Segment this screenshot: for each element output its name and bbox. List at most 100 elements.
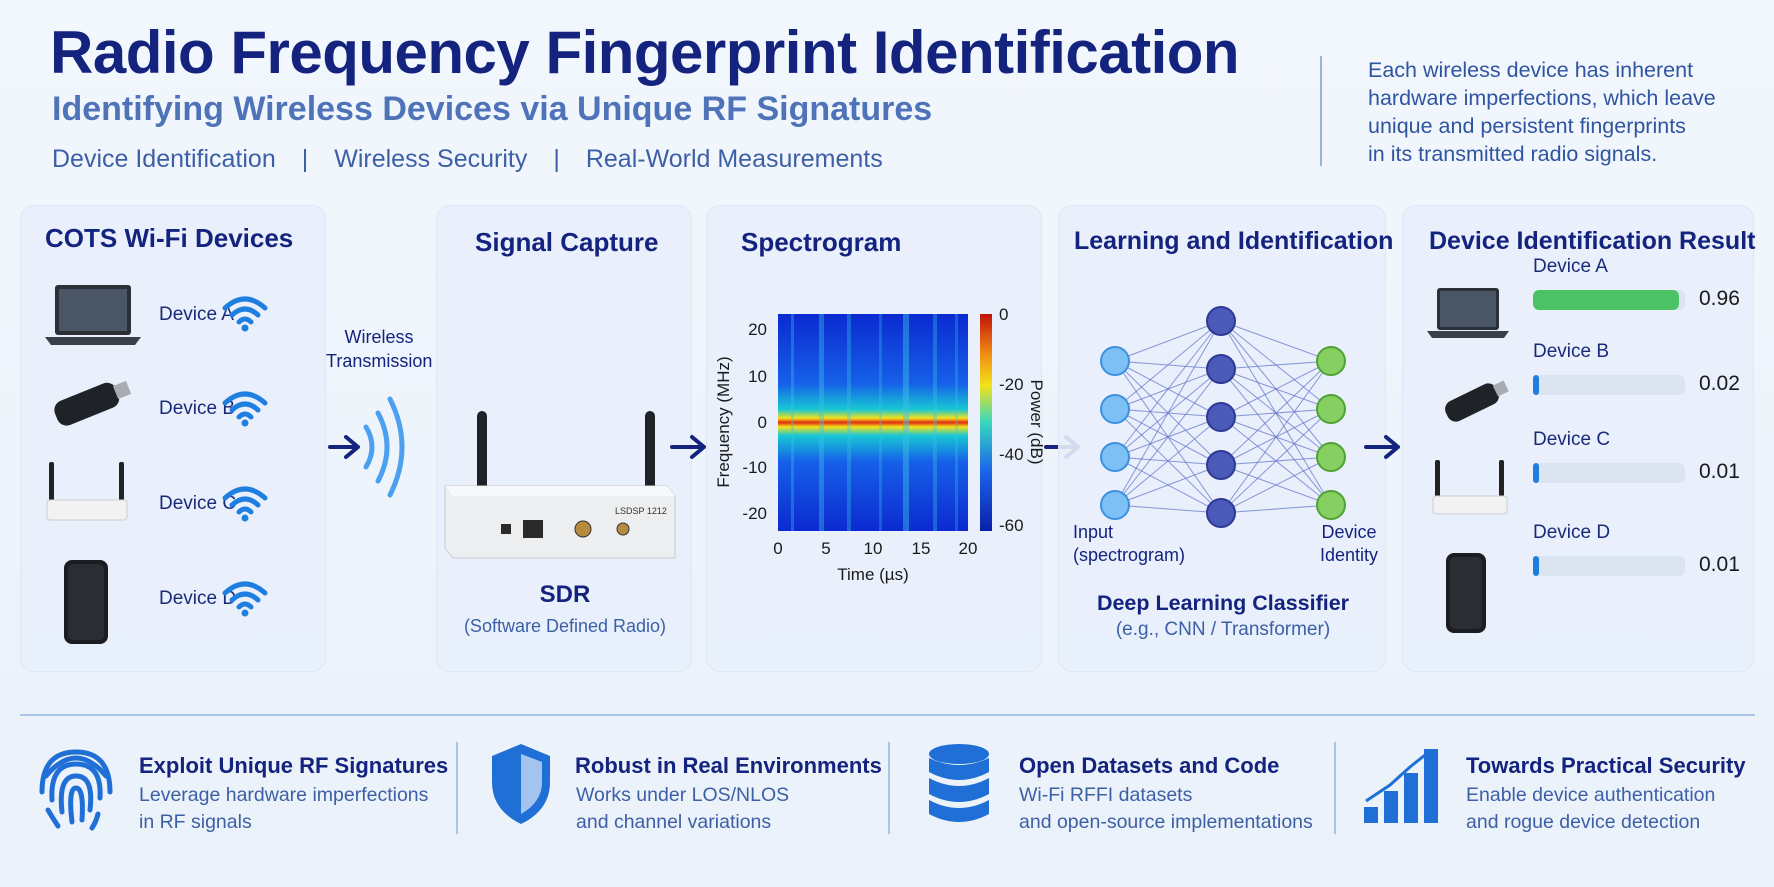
- hidden-node: [1206, 498, 1236, 528]
- sdr-device-icon: LSDSP 1212: [444, 411, 676, 559]
- confidence-bar: [1533, 375, 1685, 395]
- confidence-bar: [1533, 463, 1685, 483]
- description-line: unique and persistent fingerprints: [1368, 114, 1686, 138]
- usb-dongle-icon: [1445, 380, 1509, 422]
- device-a-label: Device A: [159, 304, 234, 325]
- device-c-label: Device C: [159, 493, 237, 514]
- sdr-caption: (Software Defined Radio): [463, 616, 667, 636]
- sdr-label: SDR: [539, 581, 591, 608]
- feature-title: Open Datasets and Code: [1019, 753, 1280, 778]
- bottom-divider: [20, 714, 1755, 716]
- laptop-icon: [1427, 288, 1509, 338]
- description-line: in its transmitted radio signals.: [1368, 142, 1658, 166]
- colorbar-label: Power (dB): [1027, 379, 1043, 464]
- colorbar-tick: -40: [999, 445, 1024, 464]
- transmission-waves-icon: [328, 396, 405, 498]
- smartphone-icon: [64, 560, 108, 644]
- page-subtitle: Identifying Wireless Devices via Unique …: [52, 90, 933, 128]
- result-device-label: Device B: [1533, 341, 1610, 362]
- confidence-score: 0.01: [1699, 460, 1740, 483]
- hidden-node: [1206, 402, 1236, 432]
- smartphone-icon: [1446, 553, 1486, 633]
- capture-panel: Signal Capture LSDSP 1212 SDR (Software …: [436, 205, 692, 672]
- page-title: Radio Frequency Fingerprint Identificati…: [50, 19, 1240, 86]
- transmission-line: Transmission: [326, 351, 433, 371]
- transmission-label: Wireless Transmission: [326, 325, 432, 373]
- hidden-node: [1206, 306, 1236, 336]
- x-tick: 10: [864, 539, 883, 558]
- header-divider: [1320, 56, 1322, 166]
- spectrogram-panel: Spectrogram: [706, 205, 1043, 672]
- description-line: Each wireless device has inherent: [1368, 58, 1694, 82]
- confidence-score: 0.02: [1699, 372, 1740, 395]
- wifi-icon: [222, 486, 268, 522]
- output-node: [1316, 394, 1346, 424]
- learning-panel-title: Learning and Identification: [1074, 227, 1394, 255]
- colorbar-tick: -20: [999, 375, 1024, 394]
- shield-icon: [492, 744, 550, 824]
- x-tick: 5: [821, 539, 830, 558]
- fingerprint-icon: [39, 749, 113, 831]
- device-d-label: Device D: [159, 588, 237, 609]
- feature-description: and rogue device detection: [1466, 811, 1701, 833]
- flow-arrow-icon: [1364, 435, 1400, 459]
- spectrogram-panel-title: Spectrogram: [741, 227, 902, 257]
- classifier-caption: (e.g., CNN / Transformer): [1115, 619, 1331, 640]
- result-device-label: Device D: [1533, 522, 1611, 543]
- output-label-line: Device: [1321, 522, 1377, 542]
- y-tick: 20: [748, 320, 767, 339]
- database-icon: [929, 744, 989, 822]
- feature-title: Exploit Unique RF Signatures: [139, 753, 449, 778]
- usb-dongle-icon: [54, 380, 132, 426]
- spectrogram-heatmap: [778, 314, 968, 531]
- output-node: [1316, 346, 1346, 376]
- confidence-score: 0.01: [1699, 553, 1740, 576]
- capture-panel-title: Signal Capture: [475, 227, 659, 257]
- x-tick: 15: [912, 539, 931, 558]
- device-b-label: Device B: [159, 398, 236, 419]
- router-icon: [46, 462, 128, 521]
- confidence-bar: [1533, 556, 1685, 576]
- classifier-title: Deep Learning Classifier: [1096, 591, 1350, 615]
- devices-panel: COTS Wi-Fi Devices Device A Device B Dev…: [20, 205, 326, 672]
- feature-separator: [456, 742, 458, 834]
- hidden-node: [1206, 354, 1236, 384]
- input-node: [1100, 346, 1130, 376]
- output-node: [1316, 490, 1346, 520]
- colorbar-tick: 0: [999, 305, 1008, 324]
- output-layer-label: Device Identity: [1309, 521, 1389, 567]
- laptop-icon: [45, 285, 141, 345]
- input-layer-label: Input (spectrogram): [1073, 521, 1203, 567]
- result-device-label: Device A: [1533, 256, 1608, 277]
- feature-separator: [888, 742, 890, 834]
- confidence-bar-fill: [1533, 556, 1540, 576]
- sdr-marking: LSDSP 1212: [615, 506, 667, 516]
- y-tick: 0: [758, 413, 767, 432]
- spectrogram-bursts: [791, 314, 958, 531]
- feature-description: Leverage hardware imperfections: [139, 784, 429, 806]
- y-tick: -10: [742, 458, 767, 477]
- x-tick: 0: [773, 539, 782, 558]
- input-label-line: Input: [1073, 522, 1114, 542]
- tag-separator: |: [301, 145, 309, 173]
- output-label-line: Identity: [1319, 545, 1379, 565]
- hidden-node: [1206, 450, 1236, 480]
- wifi-icon: [222, 391, 268, 427]
- learning-panel: Learning and Identification Input (spect…: [1058, 205, 1393, 672]
- feature-separator: [1334, 742, 1336, 834]
- tag-wireless-security: Wireless Security: [334, 145, 528, 173]
- bar-chart-icon: [1364, 749, 1438, 823]
- result-panel-title: Device Identification Result: [1429, 227, 1756, 255]
- tag-separator: |: [553, 145, 560, 173]
- y-tick: -20: [742, 504, 767, 523]
- input-node: [1100, 442, 1130, 472]
- colorbar: [980, 314, 992, 531]
- feature-description: in RF signals: [139, 811, 252, 833]
- confidence-score: 0.96: [1699, 287, 1740, 310]
- y-tick: 10: [748, 367, 767, 386]
- feature-description: Wi-Fi RFFI datasets: [1019, 784, 1193, 806]
- devices-panel-title: COTS Wi-Fi Devices: [45, 223, 294, 253]
- feature-title: Robust in Real Environments: [575, 753, 882, 778]
- colorbar-tick: -60: [999, 516, 1024, 535]
- feature-description: Works under LOS/NLOS: [576, 784, 790, 806]
